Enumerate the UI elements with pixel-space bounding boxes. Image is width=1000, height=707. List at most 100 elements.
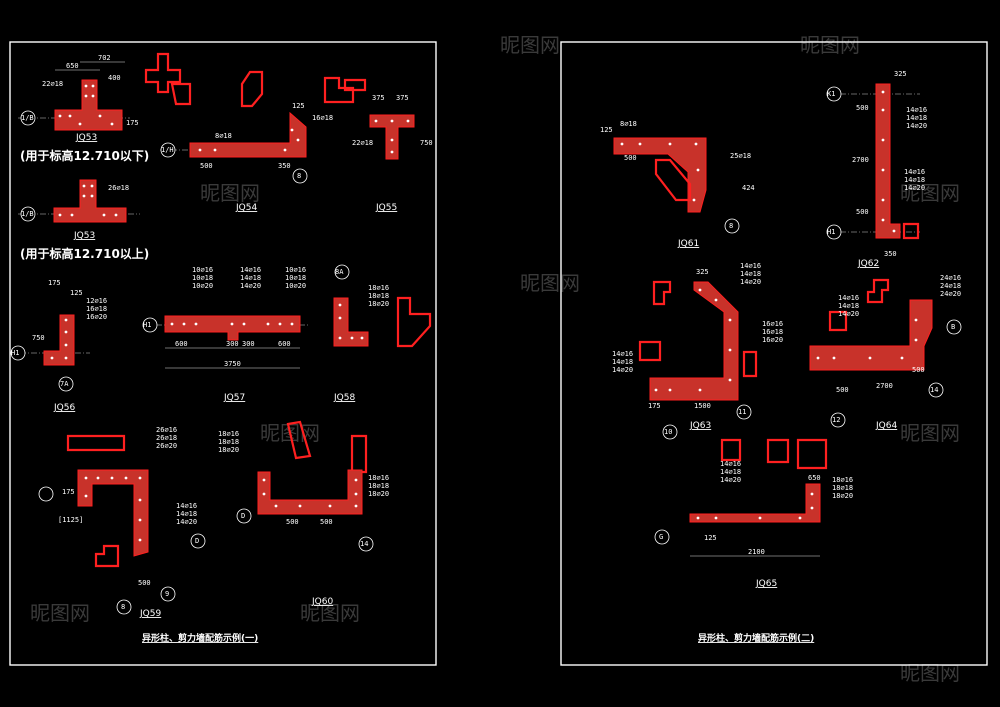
rebar-label: 26⌀16 — [156, 426, 177, 434]
axis-bubble-label: 9 — [165, 590, 169, 598]
rebar-label: 14⌀18 — [906, 114, 927, 122]
axis-bubble-label: 8 — [729, 222, 733, 230]
rebar-label: 12⌀16 — [86, 297, 107, 305]
rebar-label: 18⌀16 — [832, 476, 853, 484]
rebar-label: 14⌀16 — [838, 294, 859, 302]
rebar-label: 14⌀18 — [240, 274, 261, 282]
rebar-label: 16⌀20 — [762, 336, 783, 344]
dim-label: 375 — [396, 94, 409, 102]
rebar-label: 24⌀20 — [940, 290, 961, 298]
rebar-label: 10⌀20 — [192, 282, 213, 290]
rebar-label: 22⌀18 — [352, 139, 373, 147]
rebar-label: 14⌀16 — [906, 106, 927, 114]
detail-label: JQ60 — [311, 597, 333, 607]
dim-label: 500 — [912, 366, 925, 374]
axis-bubble-label: B — [951, 323, 955, 331]
rebar-label: 14⌀18 — [612, 358, 633, 366]
axis-bubble-label: G — [659, 533, 663, 541]
detail-jq63: 14⌀16 14⌀18 14⌀20 16⌀16 16⌀18 16⌀20 14⌀1… — [612, 262, 783, 440]
rebar-label: 14⌀18 — [904, 176, 925, 184]
rebar-label: 18⌀18 — [832, 484, 853, 492]
dim-label: 125 — [292, 102, 305, 110]
watermark-text: 昵图网 — [500, 33, 560, 57]
detail-jq56: H1 12⌀16 16⌀18 16⌀20 175 125 750 7A JQ56 — [10, 279, 107, 413]
rebar-label: 18⌀20 — [832, 492, 853, 500]
rebar-label: 14⌀20 — [612, 366, 633, 374]
right-sheet-title: 异形柱、剪力墙配筋示例(二) — [698, 632, 814, 644]
dim-label: 500 — [836, 386, 849, 394]
dim-label: 2700 — [852, 156, 869, 164]
detail-label: JQ65 — [755, 579, 777, 589]
rebar-label: 14⌀16 — [612, 350, 633, 358]
rebar-label: 14⌀18 — [176, 510, 197, 518]
rebar-label: 14⌀20 — [838, 310, 859, 318]
axis-bubble-label: D — [241, 512, 245, 520]
rebar-label: 14⌀16 — [176, 502, 197, 510]
dim-label: 750 — [420, 139, 433, 147]
rebar-label: 14⌀20 — [240, 282, 261, 290]
rebar-label: 24⌀18 — [940, 282, 961, 290]
watermark-text: 昵图网 — [300, 601, 360, 625]
watermark-text: 昵图网 — [520, 271, 580, 295]
detail-jq58: 8A 18⌀16 18⌀18 18⌀20 JQ58 — [333, 264, 432, 403]
dim-label: 125 — [70, 289, 83, 297]
rebar-label: 10⌀18 — [285, 274, 306, 282]
dim-label: 702 — [98, 54, 111, 62]
detail-jq62: K1 H1 14⌀16 14⌀18 14⌀20 14⌀16 14⌀18 14⌀2… — [826, 70, 927, 269]
dim-label: 2700 — [876, 382, 893, 390]
watermark-text: 昵图网 — [200, 181, 260, 205]
rebar-label: 18⌀16 — [218, 430, 239, 438]
dim-label: 650 — [66, 62, 79, 70]
axis-bubble-label: 8A — [335, 268, 344, 276]
rebar-label: 14⌀20 — [740, 278, 761, 286]
rebar-label: 26⌀18 — [108, 184, 129, 192]
detail-jq61: 8⌀18 25⌀18 125 500 424 8 JQ61 — [600, 120, 755, 249]
detail-jq60: 18⌀16 18⌀18 18⌀20 18⌀16 18⌀18 18⌀20 500 … — [218, 420, 389, 607]
axis-bubble-label: 12 — [832, 416, 840, 424]
rebar-label: 25⌀18 — [730, 152, 751, 160]
dim-label: 375 — [372, 94, 385, 102]
rebar-label: 14⌀16 — [240, 266, 261, 274]
detail-label: JQ54 — [235, 203, 257, 213]
left-sheet-frame — [9, 41, 437, 666]
rebar-label: 16⌀20 — [86, 313, 107, 321]
rebar-label: 14⌀20 — [904, 184, 925, 192]
rebar-label: 26⌀20 — [156, 442, 177, 450]
axis-bubble-label: 10 — [664, 428, 672, 436]
dim-label: 300 — [242, 340, 255, 348]
detail-label: JQ55 — [375, 203, 397, 213]
rebar-label: 16⌀16 — [762, 320, 783, 328]
detail-jq53-lower: 1/B 26⌀18 JQ53 — [18, 179, 140, 241]
detail-jq59: 26⌀16 26⌀18 26⌀20 14⌀16 14⌀18 14⌀20 175 … — [38, 426, 206, 619]
rebar-label: 14⌀16 — [720, 460, 741, 468]
detail-jq54: 1/H 8⌀18 16⌀18 500 350 125 8 JQ54 — [160, 70, 333, 213]
detail-jq64: 24⌀16 24⌀18 24⌀20 14⌀16 14⌀18 14⌀20 500 … — [809, 274, 962, 431]
axis-bubble-label: 1/H — [161, 146, 174, 154]
watermark-text: 昵图网 — [900, 421, 960, 445]
dim-label: [1125] — [58, 516, 83, 524]
watermark-text: 昵图网 — [800, 33, 860, 57]
dim-label: 650 — [808, 474, 821, 482]
dim-label: 350 — [884, 250, 897, 258]
rebar-label: 18⌀16 — [368, 284, 389, 292]
axis-bubble-label: 1/B — [21, 114, 34, 122]
detail-jq65: 14⌀16 14⌀18 14⌀20 18⌀16 18⌀18 18⌀20 650 … — [654, 438, 853, 589]
rebar-label: 26⌀18 — [156, 434, 177, 442]
dim-label: 600 — [278, 340, 291, 348]
dim-label: 500 — [138, 579, 151, 587]
rebar-label: 10⌀18 — [192, 274, 213, 282]
rebar-label: 14⌀16 — [904, 168, 925, 176]
dim-label: 500 — [624, 154, 637, 162]
dim-label: 300 — [226, 340, 239, 348]
axis-bubble-label: 8 — [121, 603, 125, 611]
dim-label: 500 — [856, 208, 869, 216]
axis-bubble-label: 14 — [360, 540, 368, 548]
watermark-layer: 昵图网 昵图网 昵图网 昵图网 昵图网 昵图网 昵图网 昵图网 昵图网 昵图网 — [30, 33, 960, 685]
dim-label: 175 — [648, 402, 661, 410]
right-sheet-frame — [560, 41, 988, 666]
dim-label: 175 — [62, 488, 75, 496]
detail-label: JQ56 — [53, 403, 75, 413]
rebar-label: 18⌀18 — [368, 482, 389, 490]
axis-bubble-label: 8 — [297, 172, 301, 180]
